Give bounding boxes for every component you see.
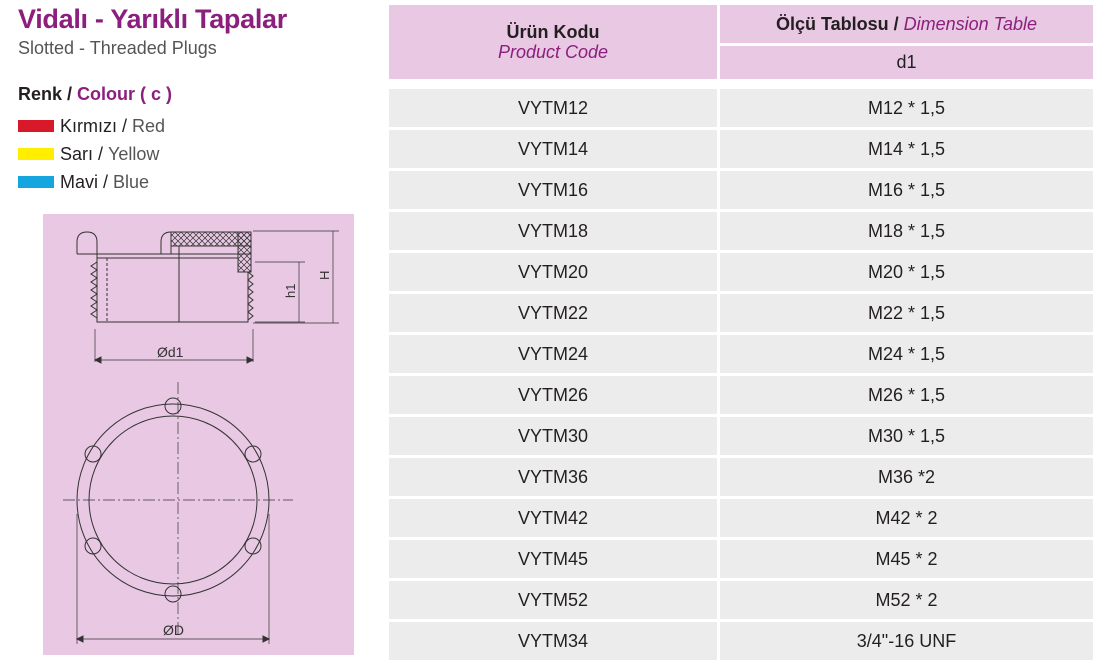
H-label: H [317,271,332,280]
product-code-cell: VYTM34 [389,622,720,663]
colour-label-tr: Sarı [60,143,94,164]
product-code-header: Ürün Kodu Product Code [389,5,720,79]
D-label: ØD [163,622,184,638]
d1-cell: M20 * 1,5 [720,253,1093,294]
colour-label-tr: Mavi [60,171,99,192]
colour-item-blue: Mavi / Blue [18,168,165,196]
top-view [63,382,293,644]
product-code-cell: VYTM24 [389,335,720,376]
product-code-cell: VYTM18 [389,212,720,253]
colour-heading-tr: Renk / [18,84,78,104]
product-code-cell: VYTM36 [389,458,720,499]
yellow-swatch [18,148,54,160]
product-code-cell: VYTM30 [389,417,720,458]
side-view [76,230,339,364]
technical-drawing: h1 H Ød1 ØD [63,230,339,644]
colour-label-tr: Kırmızı [60,115,117,136]
d1-cell: M30 * 1,5 [720,417,1093,458]
page-title: Vidalı - Yarıklı Tapalar [18,4,287,34]
product-code-cell: VYTM26 [389,376,720,417]
colour-list: Kırmızı / Red Sarı / Yellow Mavi / Blue [18,112,165,196]
product-code-cell: VYTM42 [389,499,720,540]
d1-cell: M26 * 1,5 [720,376,1093,417]
product-code-cell: VYTM14 [389,130,720,171]
d1-cell: M22 * 1,5 [720,294,1093,335]
dimension-table-header: Ölçü Tablosu / Dimension Table [720,5,1093,46]
d1-cell: M24 * 1,5 [720,335,1093,376]
product-code-cell: VYTM12 [389,89,720,130]
d1-cell: M36 *2 [720,458,1093,499]
dimension-header-tr: Ölçü Tablosu / [775,13,904,34]
dimension-table: Ürün Kodu Product Code Ölçü Tablosu / Di… [389,5,1093,663]
dimension-header-en: Dimension Table [903,13,1038,34]
colour-heading: Renk / Colour ( c ) [18,84,172,105]
product-code-header-tr: Ürün Kodu [506,22,600,42]
red-swatch [18,120,54,132]
product-code-header-en: Product Code [497,42,609,62]
product-code-cell: VYTM52 [389,581,720,622]
d1-cell: M42 * 2 [720,499,1093,540]
colour-label-en: Red [132,115,166,136]
product-code-cell: VYTM45 [389,540,720,581]
colour-label-en: Blue [113,171,150,192]
d1-cell: M52 * 2 [720,581,1093,622]
d1-column-header: d1 [720,46,1093,79]
h1-label: h1 [283,284,298,298]
product-code-cell: VYTM22 [389,294,720,335]
d1-label: Ød1 [157,344,184,360]
product-code-cell: VYTM16 [389,171,720,212]
d1-cell: M18 * 1,5 [720,212,1093,253]
blue-swatch [18,176,54,188]
colour-item-yellow: Sarı / Yellow [18,140,165,168]
technical-drawing-panel: h1 H Ød1 ØD [43,214,354,655]
colour-heading-en: Colour ( c ) [77,84,173,104]
page-subtitle: Slotted - Threaded Plugs [18,38,217,58]
colour-label-en: Yellow [108,143,160,164]
d1-cell: M45 * 2 [720,540,1093,581]
d1-cell: M12 * 1,5 [720,89,1093,130]
d1-cell: 3/4"-16 UNF [720,622,1093,663]
product-code-cell: VYTM20 [389,253,720,294]
d1-cell: M14 * 1,5 [720,130,1093,171]
colour-item-red: Kırmızı / Red [18,112,165,140]
d1-cell: M16 * 1,5 [720,171,1093,212]
